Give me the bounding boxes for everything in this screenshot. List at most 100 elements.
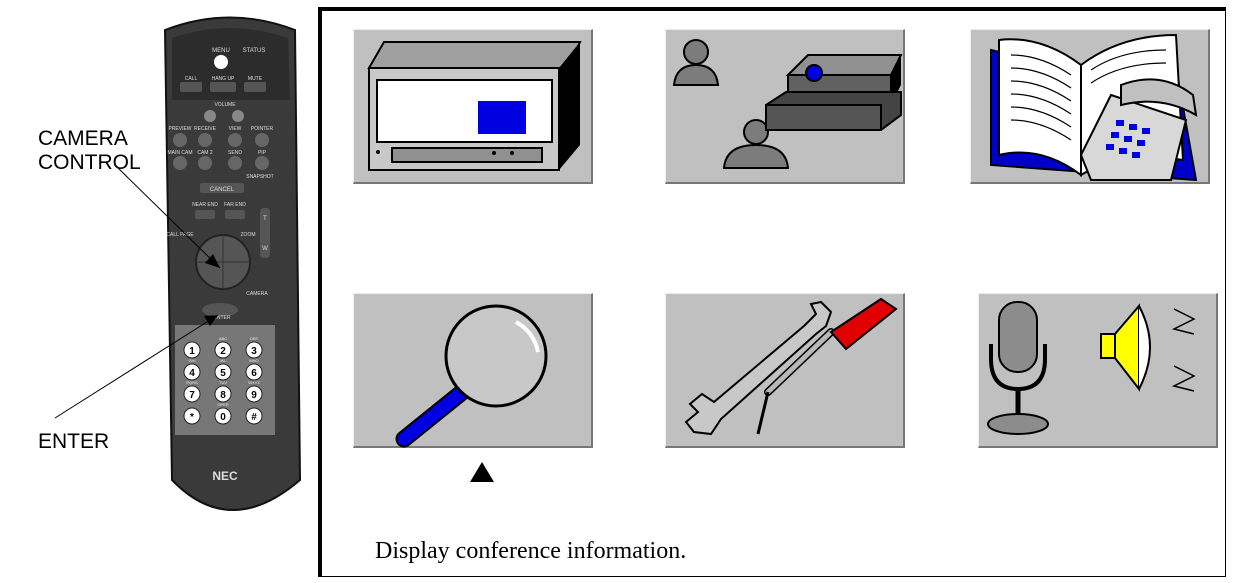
keypad-button-0[interactable] (214, 407, 232, 425)
keypad-digit: 0 (220, 412, 226, 423)
menu-tile-magnifier[interactable] (353, 293, 593, 448)
keypad-digit: 8 (220, 390, 226, 401)
keypad-button-5[interactable] (214, 363, 232, 381)
send-label: SEND (228, 150, 242, 156)
keypad-digit: 7 (189, 390, 195, 401)
keypad-digit: 5 (220, 368, 226, 379)
preview-button[interactable] (173, 133, 187, 147)
keypad-button-8[interactable] (214, 385, 232, 403)
far-end-label: FAR END (224, 202, 246, 208)
menu-tile-phonebook[interactable] (970, 29, 1210, 184)
enter-callout: ENTER (38, 430, 110, 453)
phonebook-icon (990, 33, 1198, 182)
zoom-t-label: T (263, 216, 267, 222)
remote-control: MENU STATUS CALL HANG UP MUTE VOLUME PRE… (163, 16, 302, 511)
keypad-letters: MNO (249, 358, 258, 363)
view-label: VIEW (229, 126, 242, 132)
keypad-button-hash[interactable] (245, 407, 263, 425)
leader-lines (54, 164, 221, 419)
pointer-label: POINTER (251, 126, 274, 132)
menu-tile-tools[interactable] (665, 293, 905, 448)
menu-screen (318, 7, 1226, 577)
mute-button[interactable] (244, 82, 266, 92)
status-text: Display conference information. (375, 538, 687, 564)
volume-down-button[interactable] (232, 110, 244, 122)
keypad-button-6[interactable] (245, 363, 263, 381)
pip-button[interactable] (255, 156, 269, 170)
enter-button[interactable] (202, 303, 238, 317)
keypad-button-4[interactable] (183, 363, 201, 381)
keypad-button-3[interactable] (245, 341, 263, 359)
receive-label: RECEIVE (194, 126, 217, 132)
main-cam-label: MAIN CAM (168, 150, 193, 156)
tools-icon (684, 297, 898, 436)
menu-tile-monitor[interactable] (353, 29, 593, 184)
keypad-button-star[interactable] (183, 407, 201, 425)
status-label: STATUS (243, 48, 266, 54)
callout-line-2: CONTROL (38, 151, 141, 174)
keypad-digit: 1 (189, 346, 195, 357)
hang-up-button[interactable] (210, 82, 236, 92)
audio-icon (987, 301, 1196, 435)
enter-leader-line (54, 314, 219, 419)
menu-label: MENU (212, 48, 230, 54)
preview-label: PREVIEW (168, 126, 191, 132)
brand-logo: NEC (212, 469, 238, 483)
keypad-digit: 9 (251, 390, 257, 401)
keypad-letters: WXYZ (248, 380, 260, 385)
camera-leader-arrowhead (205, 254, 220, 268)
keypad-button-9[interactable] (245, 385, 263, 403)
cam2-label: CAM 2 (197, 150, 213, 156)
view-button[interactable] (228, 133, 242, 147)
keypad-digit: # (251, 412, 257, 423)
keypad-digit: 3 (251, 346, 257, 357)
zoom-rocker[interactable] (260, 208, 270, 258)
receive-button[interactable] (198, 133, 212, 147)
cancel-button[interactable] (200, 183, 244, 193)
monitor-icon (367, 41, 582, 171)
camera-leader-line (114, 164, 221, 269)
selection-marker (470, 462, 494, 482)
send-button[interactable] (228, 156, 242, 170)
keypad-letters: OPER (217, 402, 228, 407)
near-end-button[interactable] (195, 210, 215, 219)
call-label: CALL (185, 76, 198, 82)
camera-label: CAMERA (246, 291, 268, 297)
volume-up-button[interactable] (204, 110, 216, 122)
keypad-letters: PQRS (186, 380, 198, 385)
keypad-digit: 4 (189, 368, 195, 379)
callout-line-1: CAMERA (38, 127, 128, 150)
keypad-digit: * (190, 412, 194, 423)
keypad-button-7[interactable] (183, 385, 201, 403)
volume-label: VOLUME (214, 102, 236, 108)
main-cam-button[interactable] (173, 156, 187, 170)
keypad-digit: 2 (220, 346, 226, 357)
menu-button[interactable] (214, 55, 228, 69)
pip-label: PIP (258, 150, 267, 156)
keypad-letters: ABC (219, 336, 227, 341)
keypad-button-2[interactable] (214, 341, 232, 359)
zoom-w-label: W (262, 246, 268, 252)
camera-control-callout: CAMERA CONTROL (38, 127, 141, 175)
keypad-letters: DEF (250, 336, 259, 341)
cam2-button[interactable] (198, 156, 212, 170)
enter-label: ENTER (214, 315, 231, 321)
mute-label: MUTE (248, 76, 263, 82)
enter-leader-arrowhead (204, 315, 218, 326)
camera-conference-icon (672, 39, 903, 169)
cancel-label: CANCEL (210, 187, 235, 193)
keypad-letters: JKL (220, 358, 228, 363)
menu-tile-audio[interactable] (978, 293, 1218, 448)
snapshot-label: SNAPSHOT (246, 174, 274, 180)
near-end-label: NEAR END (192, 202, 218, 208)
keypad-button-1[interactable] (183, 341, 201, 359)
hang-up-label: HANG UP (212, 76, 235, 82)
far-end-button[interactable] (225, 210, 245, 219)
zoom-label: ZOOM (241, 232, 256, 238)
menu-tile-camera-conference[interactable] (665, 29, 905, 184)
magnifier-icon (395, 304, 548, 448)
pointer-button[interactable] (255, 133, 269, 147)
keypad-letters: TUV (219, 380, 227, 385)
call-button[interactable] (180, 82, 202, 92)
